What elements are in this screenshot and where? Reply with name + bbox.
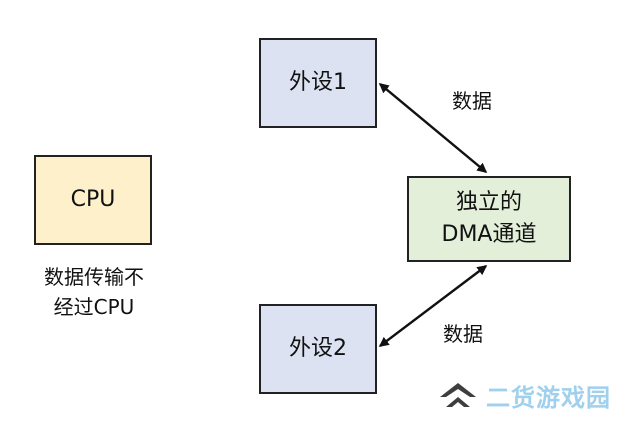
dma-channel-box: 独立的 DMA通道	[407, 176, 571, 262]
peripheral-2-box: 外设2	[259, 304, 377, 394]
cpu-note-line1: 数据传输不	[44, 265, 144, 289]
dma-label-line2: DMA通道	[441, 222, 537, 247]
chevron-stack-icon	[440, 382, 476, 407]
dma-label-line1: 独立的	[455, 190, 522, 216]
peripheral-1-label: 外设1	[289, 70, 347, 96]
arrow-peripheral1-dma	[378, 83, 488, 173]
cpu-box: CPU	[34, 155, 152, 245]
cpu-note: 数据传输不 经过CPU	[20, 262, 168, 322]
edge-label-data-2: 数据	[443, 322, 483, 346]
watermark-text: 二货游戏园	[486, 384, 611, 412]
arrow-peripheral2-dma	[378, 265, 488, 347]
peripheral-2-label: 外设2	[289, 336, 347, 362]
cpu-label: CPU	[70, 187, 116, 213]
edge-label-data-1: 数据	[452, 89, 492, 113]
cpu-note-line2: 经过CPU	[53, 295, 135, 319]
peripheral-1-box: 外设1	[259, 38, 377, 128]
watermark: 二货游戏园	[436, 378, 611, 413]
